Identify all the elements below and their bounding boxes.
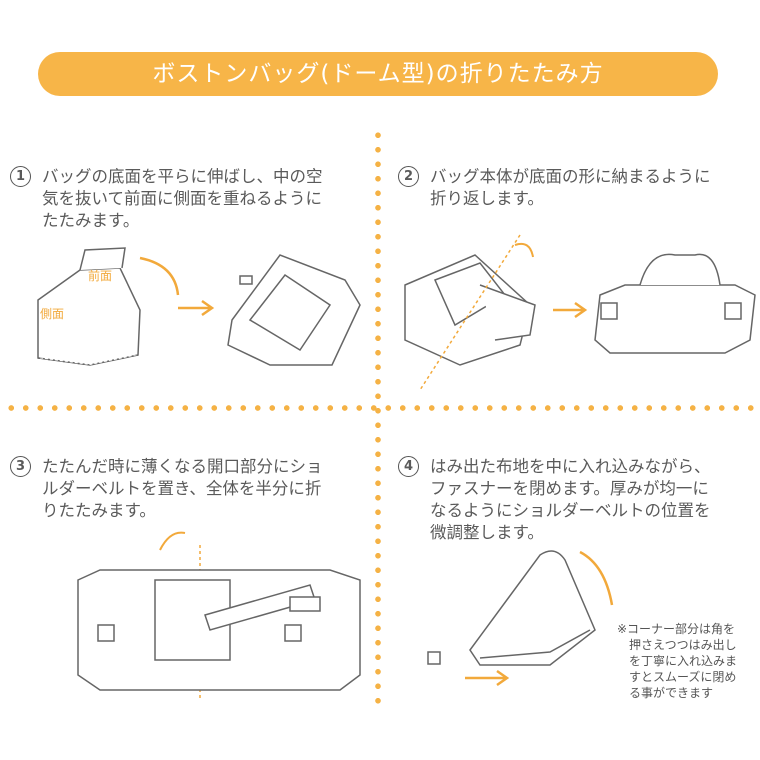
step-text-line: はみ出た布地を中に入れ込みながら、 [430,457,711,476]
step-number: 2 [398,166,419,187]
corner-note: ※コーナー部分は角を 押さえつつはみ出し を丁寧に入れ込みま すとスムーズに閉め… [617,621,737,701]
step-4-illustration [427,550,614,687]
note-line: を丁寧に入れ込みま [629,654,738,668]
step-number: 4 [398,456,419,477]
note-line: ※コーナー部分は角を [617,622,736,636]
side-label: 側面 [40,307,64,321]
step-text-line: ルダーベルトを置き、全体を半分に折 [42,479,322,498]
step-number: 1 [10,166,31,187]
step-2: 2 バッグ本体が底面の形に納まるように 折り返します。 [398,166,711,210]
front-label: 前面 [88,268,112,283]
step-text-line: 気を抜いて前面に側面を重ねるように [42,189,323,208]
step-2-illustration [404,234,756,391]
step-3: 3 たたんだ時に薄くなる開口部分にショ ルダーベルトを置き、全体を半分に折 りた… [10,456,323,522]
step-text-line: バッグ本体が底面の形に納まるように [430,167,711,186]
step-text-line: 折り返します。 [430,189,544,208]
step-text-line: 微調整します。 [430,523,544,542]
fold-arrow-icon [514,242,534,258]
fold-arrow-icon [579,550,614,606]
note-line: る事ができます [629,686,714,700]
step-number: 3 [10,456,31,477]
note-line: すとスムーズに閉め [629,670,737,684]
arrow-right-icon [553,301,588,319]
fold-arrow-icon [159,531,186,551]
step-text-line: バッグの底面を平らに伸ばし、中の空 [42,167,323,186]
step-text-line: たたんだ時に薄くなる開口部分にショ [42,457,323,476]
note-line: 押さえつつはみ出し [629,638,737,652]
step-3-illustration [77,531,361,700]
step-1: 1 バッグの底面を平らに伸ばし、中の空 気を抜いて前面に側面を重ねるように たた… [10,166,323,232]
arrow-right-icon [465,669,510,687]
arrow-right-icon [178,299,215,317]
step-text-line: ファスナーを閉めます。厚みが均一に [430,479,709,498]
page-title: ボストンバッグ(ドーム型)の折りたたみ方 [38,52,718,96]
step-text-line: たたみます。 [42,211,140,230]
step-1-illustration: 前面 側面 [37,247,361,366]
step-text-line: りたたみます。 [42,501,156,520]
horizontal-dotted-divider [4,404,756,412]
fold-arrow-icon [139,256,180,296]
vertical-dotted-divider [374,128,382,708]
step-4: 4 はみ出た布地を中に入れ込みながら、 ファスナーを閉めます。厚みが均一に なる… [398,456,711,544]
step-text-line: なるようにショルダーベルトの位置を [430,501,711,520]
